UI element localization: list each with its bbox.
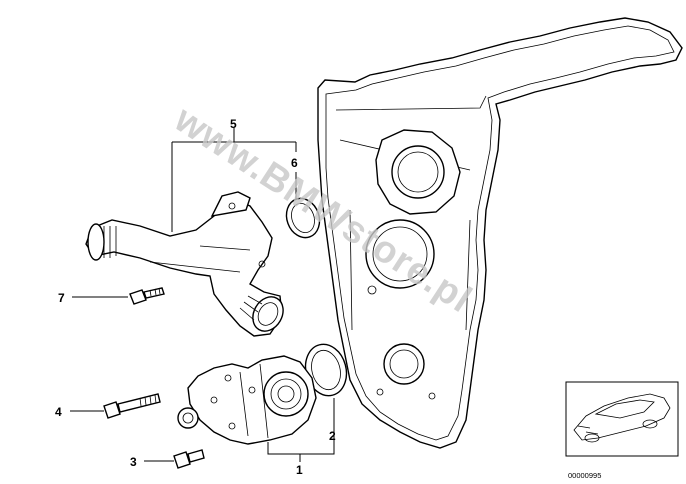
- callout-1: 1: [296, 463, 303, 477]
- callout-2: 2: [329, 429, 336, 443]
- leader-lines: [70, 128, 335, 462]
- hex-bolt-short[interactable]: [173, 449, 205, 469]
- water-pump[interactable]: [177, 355, 317, 445]
- coolant-pipe-with-thermostat[interactable]: [85, 191, 289, 337]
- vehicle-thumbnail[interactable]: 00000995: [565, 381, 679, 480]
- callout-6: 6: [291, 156, 298, 170]
- callout-5: 5: [230, 117, 237, 131]
- hex-bolt-upper[interactable]: [129, 287, 165, 305]
- callout-3: 3: [130, 455, 137, 469]
- callout-numbers: 1 2 3 4 5 6 7: [55, 117, 336, 477]
- timing-case-cover: [317, 17, 683, 449]
- car-icon: [573, 393, 671, 443]
- callout-7: 7: [58, 291, 65, 305]
- hex-bolt-long[interactable]: [103, 393, 161, 419]
- callout-4: 4: [55, 405, 62, 419]
- thumbnail-ref-number: 00000995: [568, 471, 601, 480]
